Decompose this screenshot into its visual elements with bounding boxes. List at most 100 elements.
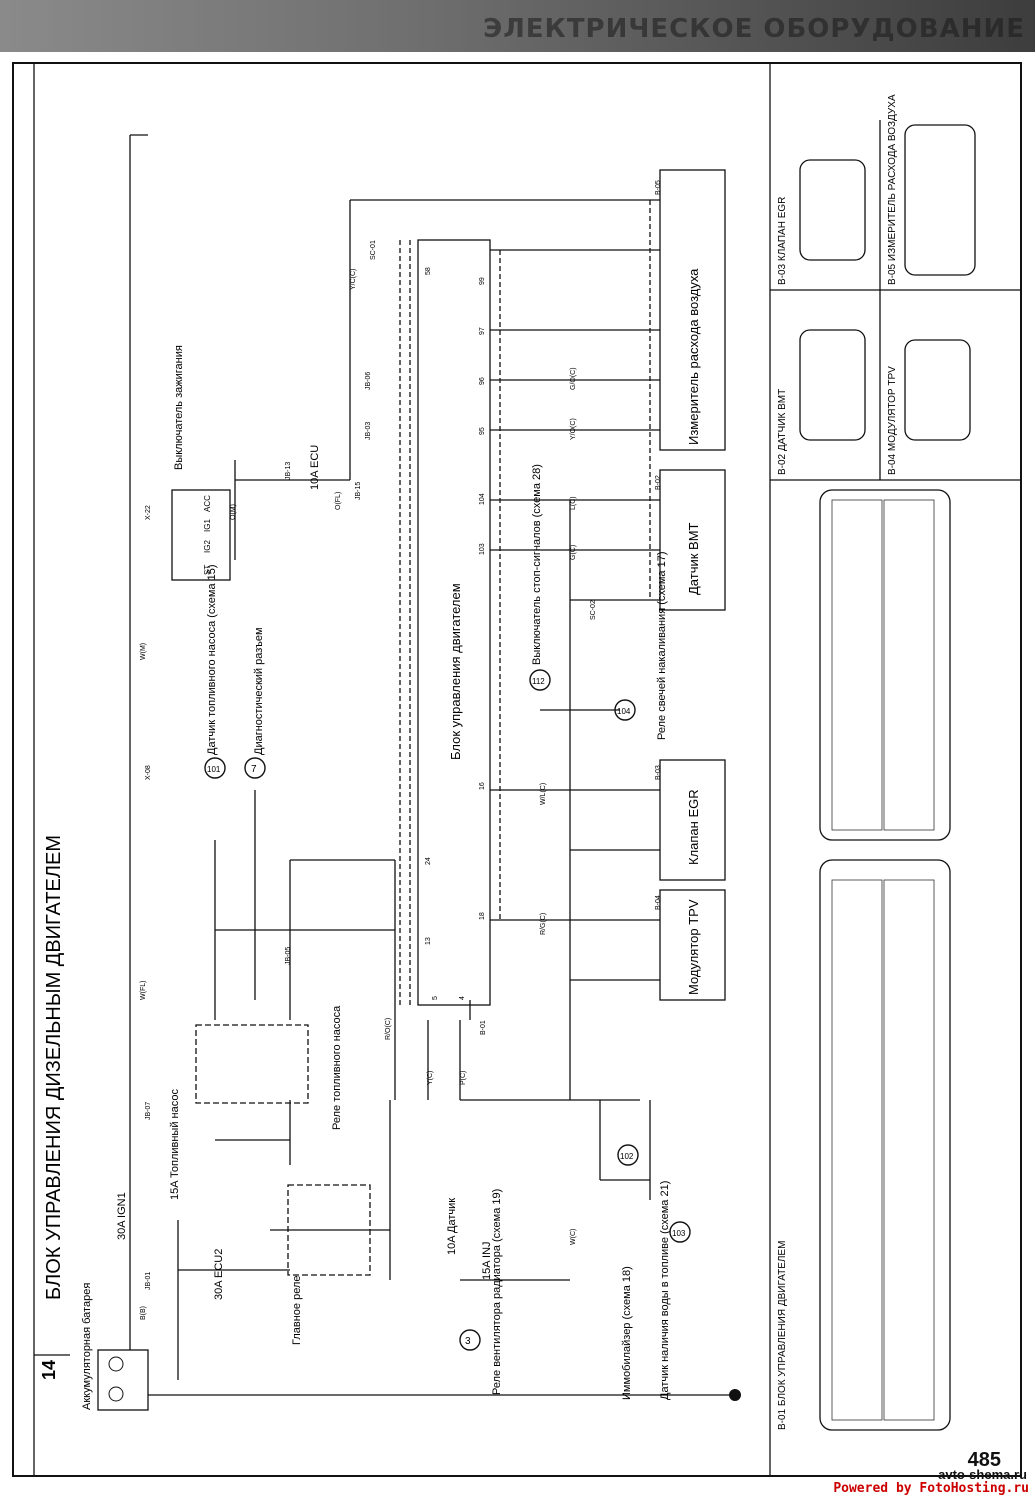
b05-connector-drawing — [904, 124, 976, 276]
ref-glow-num: 104 — [617, 707, 631, 716]
b01-pin-grid — [831, 499, 935, 1421]
panel-b03-label: В-03 КЛАПАН EGR — [777, 197, 788, 285]
ecu-pin: 18 — [479, 912, 486, 920]
panel-b01-label: В-01 БЛОК УПРАВЛЕНИЯ ДВИГАТЕЛЕМ — [777, 1241, 788, 1430]
connector-label: SC-02 — [590, 600, 597, 620]
ref-pump-num: 101 — [207, 765, 221, 774]
battery-minus-icon — [108, 1386, 124, 1402]
ref-diag-num: 7 — [251, 764, 257, 775]
ign-pos-st: ST — [203, 565, 212, 575]
ref-pump-sensor-icon — [204, 757, 226, 779]
connector-label: JB-06 — [365, 372, 372, 390]
fuse-ign1-label: 30A IGN1 — [116, 1192, 128, 1240]
connector-label: JB-15 — [355, 482, 362, 500]
connector-label: SC-01 — [370, 240, 377, 260]
fuse-sensor-label: 10A Датчик — [446, 1198, 458, 1255]
connector-label: X-22 — [145, 505, 152, 520]
ref-water-icon — [669, 1221, 691, 1243]
ref-water-num: 103 — [672, 1229, 686, 1238]
glow-relay-label: Реле свечей накаливания (схема 17) — [656, 551, 668, 740]
ecu-pin: 96 — [479, 377, 486, 385]
connector-label: B-05 — [655, 180, 662, 195]
tpv-label: Модулятор TPV — [686, 899, 701, 995]
connector-label: B-01 — [480, 1020, 487, 1035]
wire-label: W(C) — [570, 1229, 577, 1245]
stop-switch-label: Выключатель стоп-сигналов (схема 28) — [531, 464, 543, 665]
maf-label: Измеритель расхода воздуха — [686, 268, 701, 445]
wire-label: Y/O(C) — [570, 418, 577, 440]
page-number: 485 — [967, 1449, 1001, 1471]
hosting-watermark: Powered by FotoHosting.ru — [833, 1481, 1029, 1496]
page-number-badge: 14 — [39, 1360, 59, 1380]
ecu-block — [417, 239, 491, 1006]
section-title: ЭЛЕКТРИЧЕСКОЕ ОБОРУДОВАНИЕ — [483, 14, 1025, 44]
diag-connector-label: Диагностический разъем — [253, 627, 265, 755]
battery-label: Аккумуляторная батарея — [81, 1283, 93, 1410]
wire-label: Y/C(C) — [350, 269, 357, 290]
ign-pos-ig2: IG2 — [203, 540, 212, 553]
ignition-switch-label: Выключатель зажигания — [173, 345, 185, 470]
ign-pos-ig1: IG1 — [203, 519, 212, 532]
ecu-pin: 97 — [479, 327, 486, 335]
connector-label: JB-01 — [145, 1272, 152, 1290]
ground-icon — [729, 1389, 741, 1401]
wire-label: L(C) — [570, 496, 577, 510]
tpv-box — [659, 889, 726, 1001]
fuel-pump-sensor-label: Датчик топливного насоса (схема 15) — [206, 564, 218, 755]
ref-glow-icon — [614, 699, 636, 721]
wire-label: P(C) — [460, 1071, 467, 1085]
wire-label: R/G(C) — [540, 913, 547, 935]
wire-label: G/O(C) — [570, 367, 577, 390]
fuse-fuel-pump-label: 15A Топливный насос — [169, 1089, 181, 1200]
fuse-inj-label: 15A INJ — [481, 1241, 493, 1280]
ecu-pin: 95 — [479, 427, 486, 435]
ecu-pin: 4 — [459, 996, 466, 1000]
egr-box — [659, 759, 726, 881]
page-title: БЛОК УПРАВЛЕНИЯ ДИЗЕЛЬНЫМ ДВИГАТЕЛЕМ — [43, 835, 65, 1300]
main-relay-label: Главное реле — [291, 1276, 303, 1346]
ignition-switch-box — [171, 489, 231, 581]
panel-b05-label: В-05 ИЗМЕРИТЕЛЬ РАСХОДА ВОЗДУХА — [887, 94, 898, 285]
wire-label: W(M) — [140, 643, 147, 660]
wire-label: R/O(C) — [385, 1018, 392, 1040]
ref-fan-num: 3 — [465, 1336, 471, 1347]
wire-label: B(B) — [140, 1306, 147, 1320]
connector-label: B-03 — [655, 765, 662, 780]
ecu-pin: 99 — [479, 277, 486, 285]
site-watermark: avto-shema.ru — [938, 1467, 1027, 1482]
fan-relay-label: Реле вентилятора радиатора (схема 19) — [491, 1189, 503, 1395]
wire-label: W/L(C) — [540, 783, 547, 805]
connector-label: B-02 — [655, 475, 662, 490]
ecu-pin: 24 — [425, 857, 432, 865]
immobilizer-label: Иммобилайзер (схема 18) — [621, 1266, 633, 1400]
connector-label: X-08 — [145, 765, 152, 780]
ref-immob-num: 102 — [620, 1152, 634, 1161]
fuse-ecu-label: 10A ECU — [309, 445, 321, 490]
fuse-ecu2-label: 30A ECU2 — [213, 1249, 225, 1300]
b02-connector-drawing — [799, 329, 866, 441]
battery-plus-icon — [108, 1356, 124, 1372]
wire-label: G(C) — [570, 545, 577, 560]
ref-stop-icon — [529, 669, 551, 691]
egr-label: Клапан EGR — [686, 789, 701, 865]
ecu-label: Блок управления двигателем — [448, 583, 463, 760]
wire-label: W(FL) — [140, 981, 147, 1000]
ref-immob-icon — [617, 1144, 639, 1166]
connector-label: JB-13 — [285, 462, 292, 480]
panel-b04-label: В-04 МОДУЛЯТОР TPV — [887, 366, 898, 475]
fuel-pump-relay-label: Реле топливного насоса — [331, 1005, 343, 1130]
ecu-pin: 58 — [425, 267, 432, 275]
wire-label: O(M) — [230, 504, 237, 520]
b01-connector-drawing-2 — [819, 489, 951, 841]
panel-b02-label: В-02 ДАТЧИК ВМТ — [777, 389, 788, 475]
header-band: ЭЛЕКТРИЧЕСКОЕ ОБОРУДОВАНИЕ — [0, 0, 1035, 52]
connector-label: JB-07 — [145, 1102, 152, 1120]
vmt-box — [659, 469, 726, 611]
ecu-pin: 13 — [425, 937, 432, 945]
page-frame — [12, 62, 1022, 1477]
b01-connector-drawing — [819, 859, 951, 1431]
ecu-pin: 103 — [479, 543, 486, 555]
ecu-pin: 16 — [479, 782, 486, 790]
vmt-label: Датчик ВМТ — [686, 522, 701, 595]
